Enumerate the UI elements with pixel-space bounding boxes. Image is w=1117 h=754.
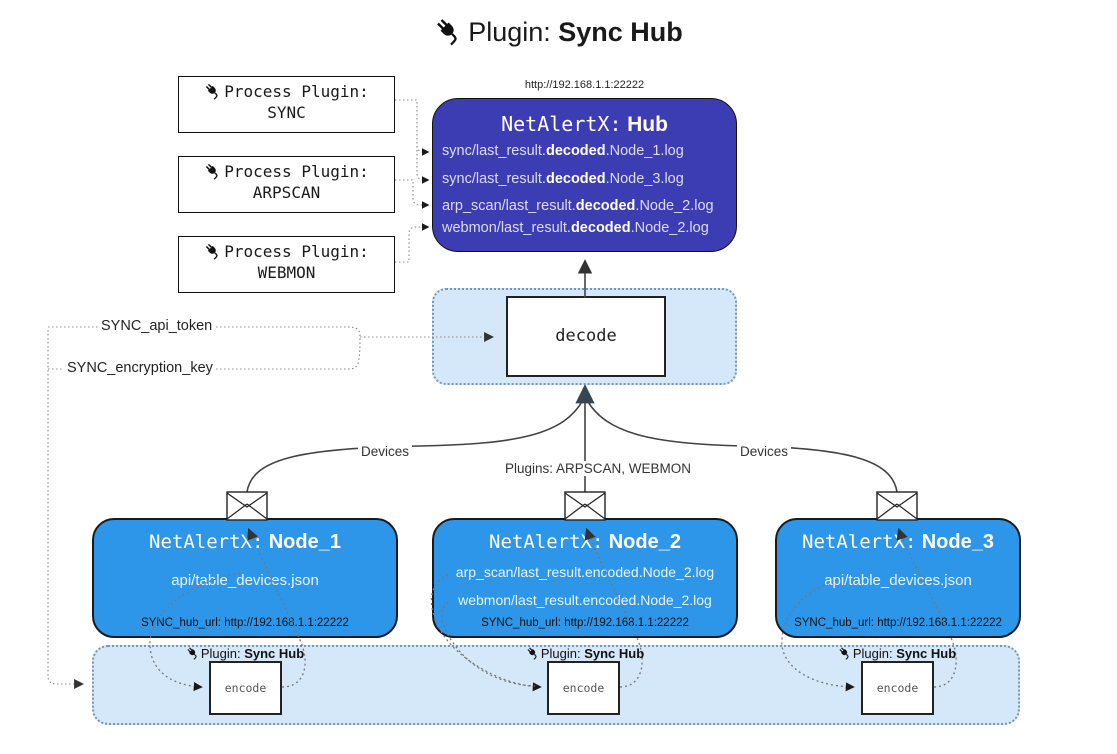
process-plugin-box-sync: Process Plugin: SYNC (178, 76, 395, 133)
hub-title-name: Hub (627, 113, 668, 136)
node-file: webmon/last_result.encoded.Node_2.log (458, 592, 712, 608)
node-box-node3: NetAlertX: Node_3 api/table_devices.json… (775, 518, 1021, 638)
file-pre: arp_scan/last_result. (442, 198, 576, 214)
plug-icon (437, 19, 457, 46)
file-pre: sync/last_result. (442, 171, 546, 187)
encode-box: encode (547, 661, 620, 715)
node-hub-url: SYNC_hub_url: http://192.168.1.1:22222 (794, 617, 1002, 629)
envelope-icon (876, 491, 918, 521)
process-plugin-label: Process Plugin: (224, 162, 369, 181)
wire-settings-to-band (47, 330, 84, 689)
band-plugin-label: Plugin: Sync Hub (170, 646, 320, 661)
decode-box: decode (506, 296, 666, 377)
file-bold: decoded (545, 143, 606, 159)
edge-label-devices-right: Devices (737, 444, 792, 459)
file-post: .Node_1.log (605, 143, 684, 159)
node-hub-url: SYNC_hub_url: http://192.168.1.1:22222 (481, 617, 689, 629)
hub-file-line: sync/last_result.decoded.Node_1.log (442, 143, 738, 159)
band-plugin-prefix: Plugin: (200, 646, 241, 661)
plug-icon (206, 163, 218, 180)
node-title: NetAlertX: Node_2 (434, 531, 736, 554)
node-title-name: Node_2 (608, 531, 681, 553)
band-plugin-name: Sync Hub (584, 646, 645, 661)
wire-sync-to-hub-line2 (416, 146, 430, 184)
wire-sync-to-hub-line1 (395, 99, 430, 156)
plug-icon (187, 647, 197, 660)
band-plugin-name: Sync Hub (244, 646, 305, 661)
node-file: arp_scan/last_result.encoded.Node_2.log (455, 564, 715, 580)
plug-icon (206, 243, 218, 260)
edge-label-plugins: Plugins: ARPSCAN, WEBMON (502, 461, 691, 476)
edge-label-devices-left: Devices (358, 444, 413, 459)
process-plugin-box-webmon: Process Plugin: WEBMON (178, 236, 395, 293)
band-plugin-prefix: Plugin: (540, 646, 581, 661)
node-title: NetAlertX: Node_3 (777, 531, 1019, 554)
plug-icon (206, 83, 218, 100)
file-bold: decoded (575, 198, 636, 214)
node-box-node1: NetAlertX: Node_1 api/table_devices.json… (92, 518, 398, 638)
hub-title: NetAlertX: Hub (433, 112, 736, 137)
process-plugin-name: SYNC (267, 103, 306, 122)
file-post: .Node_2.log (635, 198, 714, 214)
node-title: NetAlertX: Node_1 (94, 531, 396, 554)
hub-title-prefix: NetAlertX: (501, 112, 622, 136)
band-plugin-prefix: Plugin: (852, 646, 893, 661)
node-title-prefix: NetAlertX: (149, 531, 264, 553)
plug-icon (527, 647, 537, 660)
node-hub-url: SYNC_hub_url: http://192.168.1.1:22222 (141, 617, 349, 629)
title-name: Sync Hub (558, 17, 683, 47)
encode-box: encode (209, 661, 282, 715)
hub-file-line: sync/last_result.decoded.Node_3.log (442, 171, 738, 187)
node-box-node2: NetAlertX: Node_2 arp_scan/last_result.e… (432, 518, 738, 638)
node-file: api/table_devices.json (824, 572, 972, 589)
file-bold: decoded (570, 220, 631, 236)
setting-sync-encryption-key: SYNC_encryption_key (64, 360, 216, 376)
file-pre: webmon/last_result. (442, 220, 571, 236)
band-plugin-name: Sync Hub (896, 646, 957, 661)
node-title-prefix: NetAlertX: (802, 531, 917, 553)
hub-url: http://192.168.1.1:22222 (524, 79, 645, 91)
edge-node1-envelope-to-merge (246, 399, 584, 493)
node-title-name: Node_3 (921, 531, 994, 553)
file-pre: sync/last_result. (442, 143, 546, 159)
process-plugin-box-arpscan: Process Plugin: ARPSCAN (178, 156, 395, 213)
node-title-prefix: NetAlertX: (489, 531, 604, 553)
hub-file-line: webmon/last_result.decoded.Node_2.log (442, 220, 738, 236)
file-post: .Node_2.log (630, 220, 709, 236)
hub-box: NetAlertX: Hub sync/last_result.decoded.… (432, 98, 737, 252)
file-bold: decoded (545, 171, 606, 187)
process-plugin-label: Process Plugin: (224, 82, 369, 101)
band-plugin-label: Plugin: Sync Hub (510, 646, 660, 661)
process-plugin-name: ARPSCAN (252, 183, 321, 202)
band-plugin-label: Plugin: Sync Hub (822, 646, 972, 661)
hub-file-line: arp_scan/last_result.decoded.Node_2.log (442, 198, 738, 214)
file-post: .Node_3.log (605, 171, 684, 187)
envelope-icon (564, 491, 606, 521)
title-prefix: Plugin: (468, 17, 551, 47)
envelope-icon (226, 491, 268, 521)
wire-arpscan-to-hub-line3 (395, 179, 430, 209)
process-plugin-name: WEBMON (257, 263, 316, 282)
encode-box: encode (861, 661, 934, 715)
page-title: Plugin: Sync Hub (0, 16, 1117, 48)
node-file: api/table_devices.json (171, 572, 319, 589)
setting-sync-api-token: SYNC_api_token (98, 318, 216, 334)
process-plugin-label: Process Plugin: (224, 242, 369, 261)
plug-icon (839, 647, 849, 660)
wire-webmon-to-hub-line4 (395, 223, 430, 263)
node-title-name: Node_1 (268, 531, 341, 553)
